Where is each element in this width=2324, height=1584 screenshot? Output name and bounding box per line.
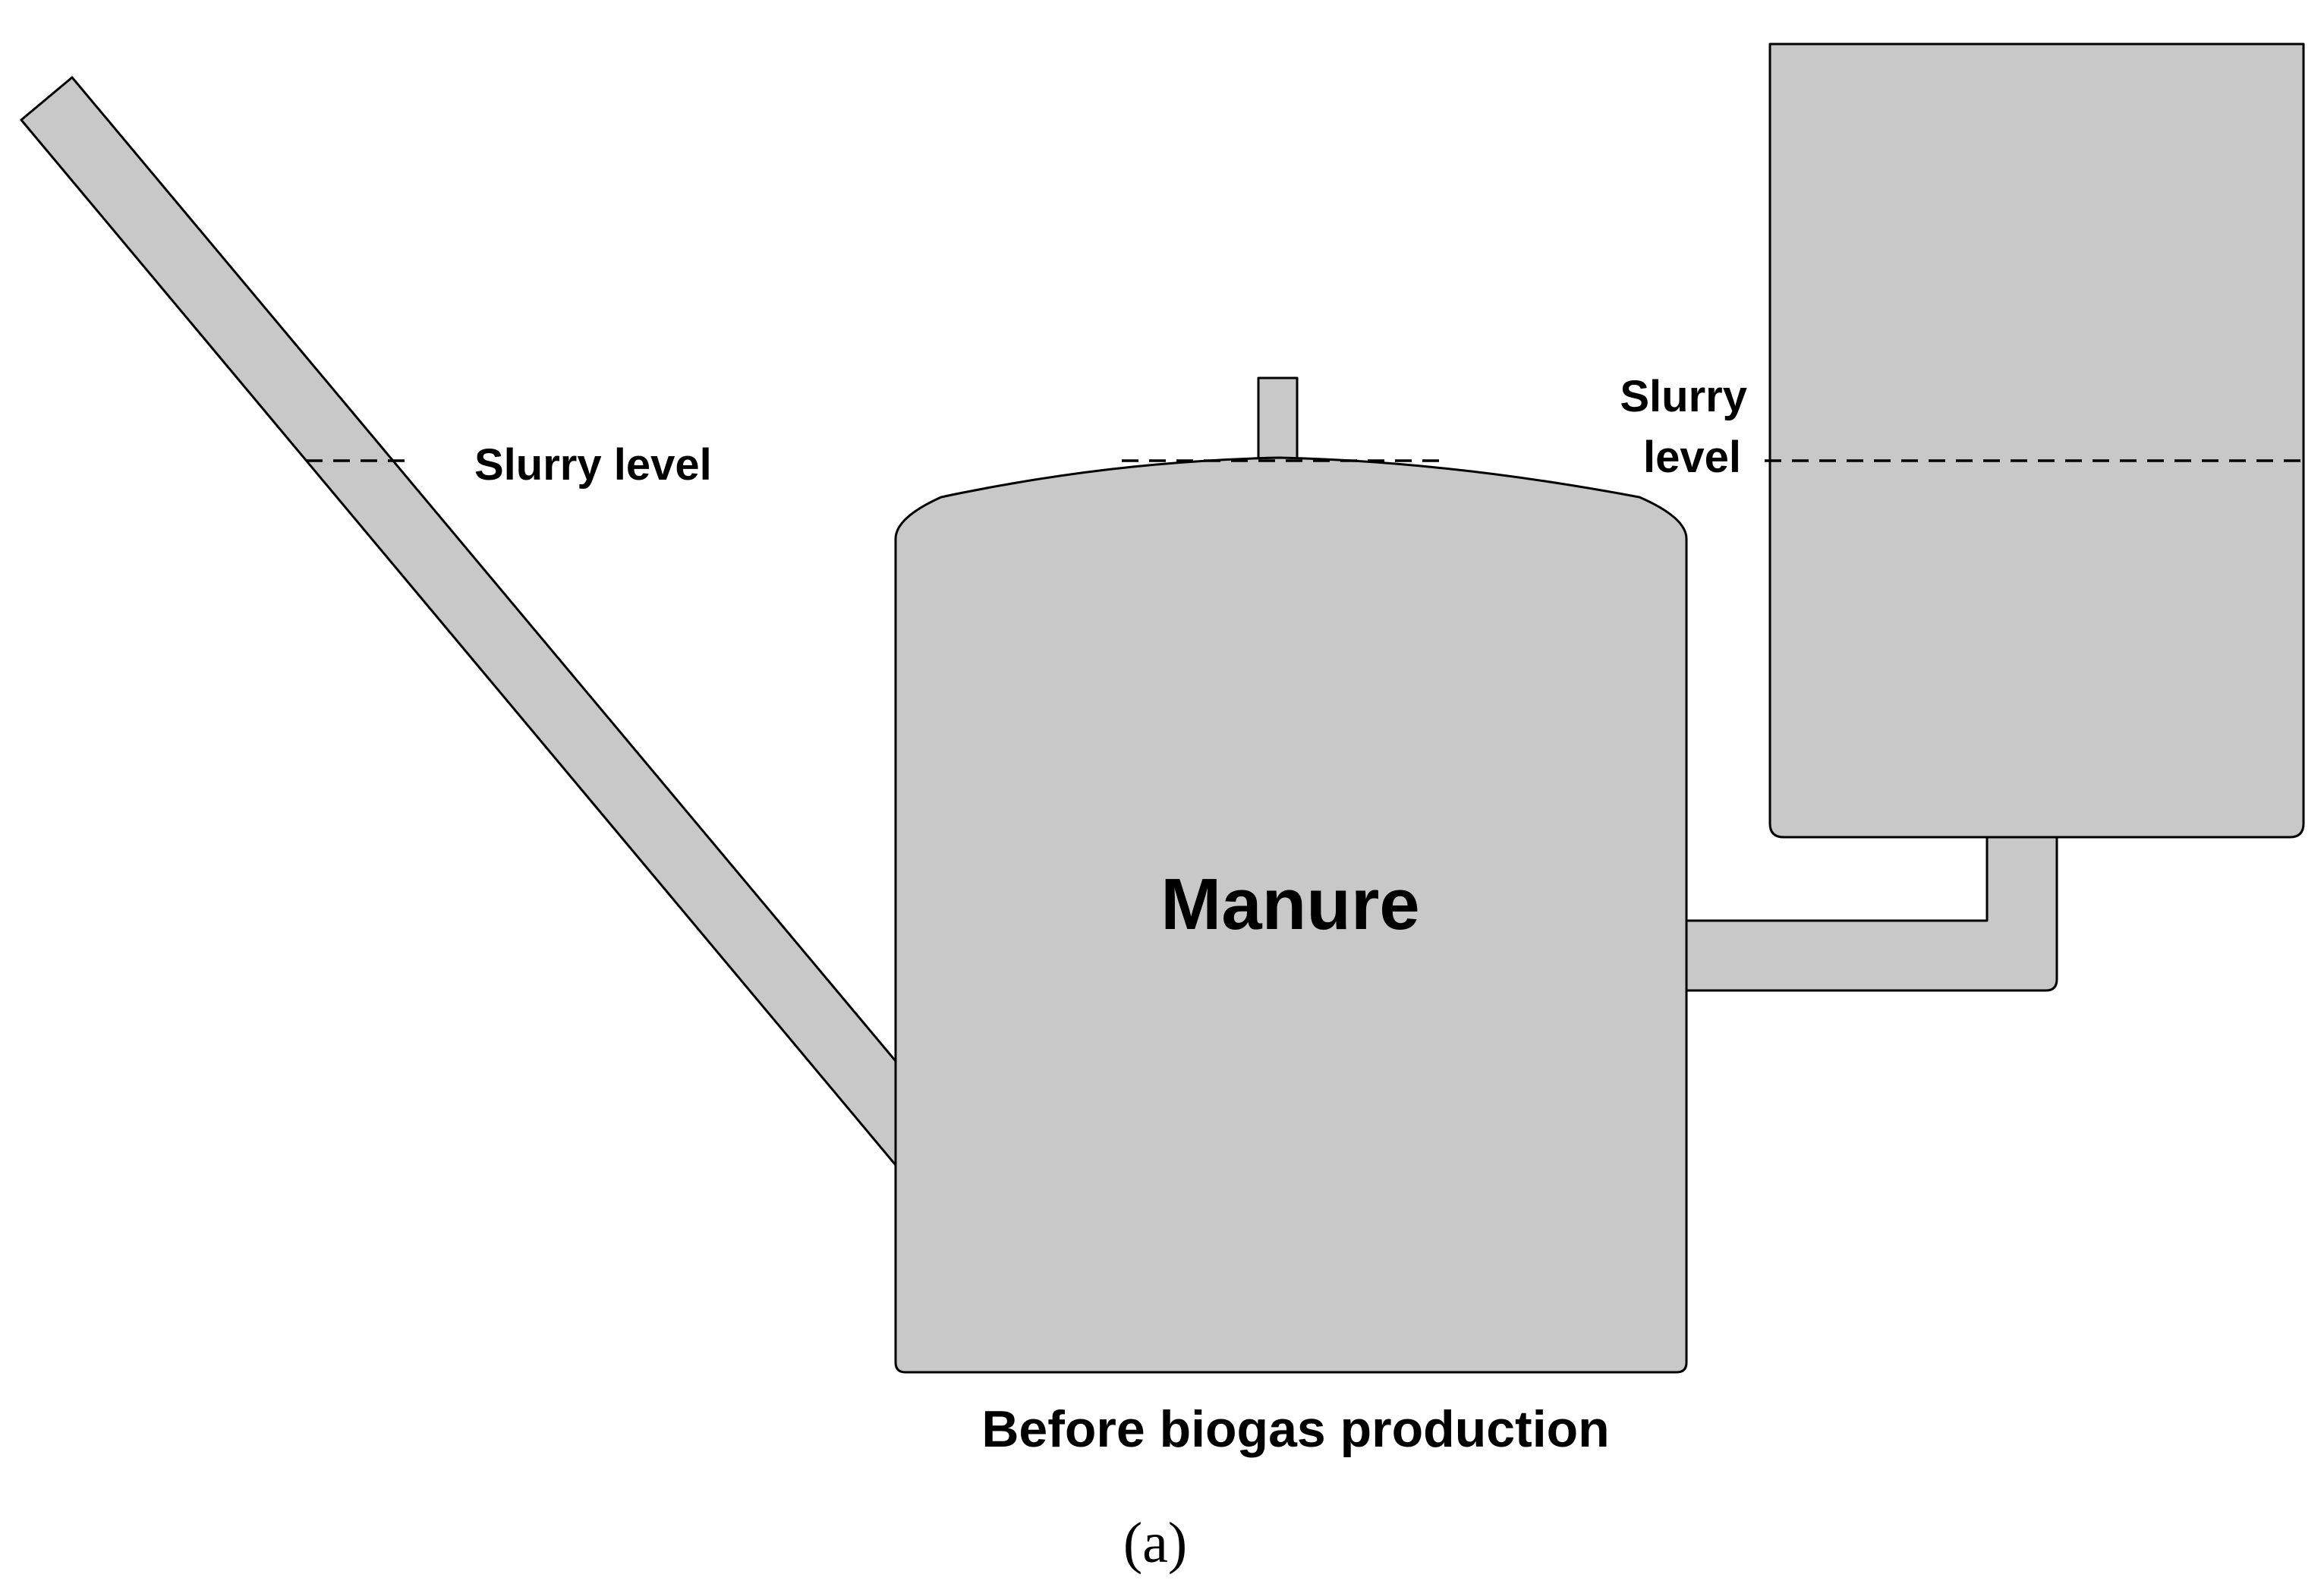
- outlet-tank: [1768, 43, 2305, 839]
- outlet-slurry-level-label-line2: level: [1643, 433, 1741, 482]
- inlet-slurry-level-label: Slurry level: [474, 440, 712, 490]
- inlet-pipe: [20, 76, 897, 1167]
- digester-tank: [894, 456, 1688, 1374]
- diagram-caption: Before biogas production: [981, 1400, 1609, 1458]
- panel-label: (a): [1123, 1511, 1187, 1575]
- digester-content-label: Manure: [1160, 864, 1419, 945]
- gas-outlet-pipe: [1257, 376, 1299, 463]
- connecting-pipe: [1676, 833, 2058, 992]
- outlet-slurry-level-label-line1: Slurry: [1620, 372, 1747, 421]
